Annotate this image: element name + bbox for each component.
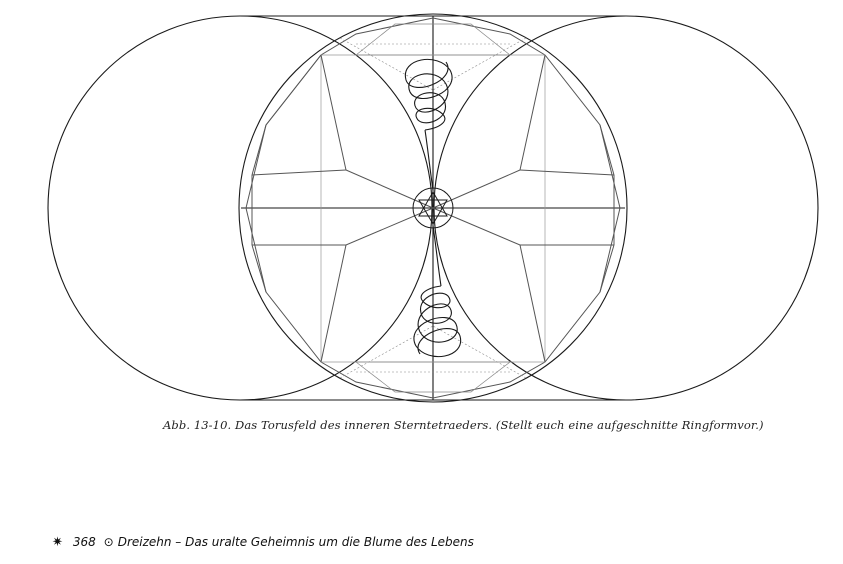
torus-field-figure	[47, 13, 819, 403]
star-tetrahedron-projection	[245, 17, 621, 399]
circle-dot-icon: ⊙	[103, 535, 114, 549]
page-number: 368	[72, 535, 96, 549]
lower-spiral-coil	[413, 225, 462, 358]
star-icon: ✷	[52, 535, 63, 550]
inner-sphere-circle	[238, 13, 628, 403]
running-title: Dreizehn – Das uralte Geheimnis um die B…	[117, 535, 474, 549]
upper-spiral-coil	[404, 58, 453, 191]
figure-caption: Abb. 13-10. Das Torusfeld des inneren St…	[163, 418, 764, 432]
page-footer: ✷ 368 ⊙Dreizehn – Das uralte Geheimnis um…	[52, 535, 474, 550]
